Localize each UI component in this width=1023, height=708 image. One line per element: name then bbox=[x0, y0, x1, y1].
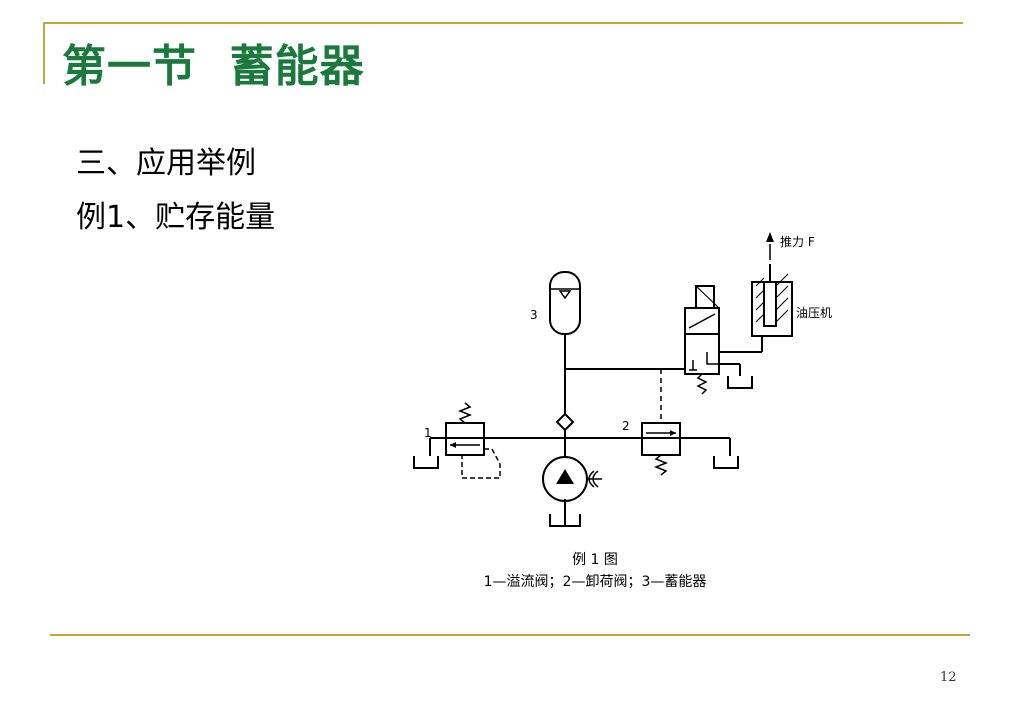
unloading-valve-spring bbox=[653, 454, 669, 476]
bottom-divider bbox=[50, 634, 970, 636]
press-label: 油压机 bbox=[796, 306, 832, 320]
unloading-valve-label: 2 bbox=[622, 419, 630, 433]
figure-legend: 1—溢流阀；2—卸荷阀；3—蓄能器 bbox=[483, 574, 707, 590]
figure-caption: 例 1 图 bbox=[572, 552, 618, 568]
example-heading: 例1、贮存能量 bbox=[76, 200, 276, 235]
hydraulic-circuit-diagram: 3 1 2 推力 F 油压机 bbox=[413, 232, 832, 527]
valve-tank-symbol bbox=[727, 376, 753, 389]
valve-actuator bbox=[695, 285, 715, 308]
relief-tank-symbol bbox=[413, 456, 439, 469]
top-divider bbox=[43, 22, 963, 24]
section-heading: 三、应用举例 bbox=[76, 146, 256, 181]
check-valve-symbol bbox=[555, 412, 575, 432]
relief-valve-spring bbox=[457, 402, 473, 424]
cylinder-piston bbox=[763, 281, 777, 327]
relief-valve-pilot bbox=[461, 448, 501, 479]
relief-valve-label: 1 bbox=[424, 426, 432, 440]
pump-drive-icon bbox=[587, 470, 602, 488]
pump-arrow-icon bbox=[556, 469, 574, 484]
accumulator-arrow-icon bbox=[558, 290, 572, 300]
page-number: 12 bbox=[940, 670, 957, 685]
thrust-label: 推力 F bbox=[780, 235, 815, 249]
directional-valve-spring bbox=[696, 373, 708, 395]
slide-title: 第一节 蓄能器 bbox=[62, 41, 365, 92]
unloading-tank-symbol bbox=[713, 456, 739, 469]
accumulator-label: 3 bbox=[530, 308, 538, 322]
accumulator-symbol bbox=[549, 271, 581, 335]
title-accent-bar bbox=[43, 22, 45, 84]
